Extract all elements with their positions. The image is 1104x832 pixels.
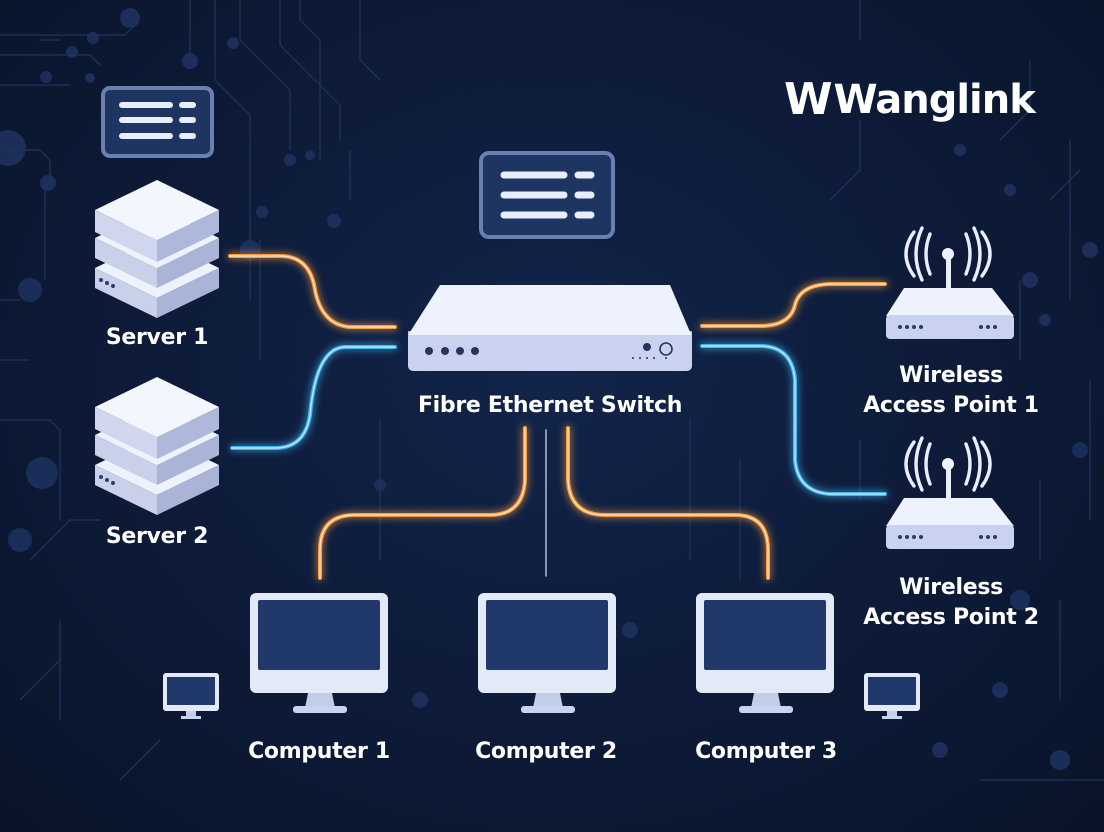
computer-3-icon[interactable]: [696, 593, 834, 713]
small-monitor-icon: [163, 673, 219, 719]
computer-1-label: Computer 1: [248, 739, 390, 764]
computer-1-icon[interactable]: [250, 593, 388, 713]
panel-icon: [101, 86, 214, 158]
wap-1-icon[interactable]: [886, 226, 1014, 339]
wap-1-label-line1: Wireless: [899, 363, 1003, 388]
wap-2-icon[interactable]: [886, 436, 1014, 549]
wap-2-label-line2: Access Point 2: [863, 605, 1039, 630]
computer-2-icon[interactable]: [478, 593, 616, 713]
brand-logo: W Wanglink: [784, 74, 1036, 125]
panel-icon: [479, 151, 615, 239]
brand-name: Wanglink: [833, 76, 1036, 123]
brand-mark-icon: W: [784, 74, 833, 125]
switch-label: Fibre Ethernet Switch: [417, 393, 683, 418]
server-1-icon[interactable]: [95, 180, 219, 318]
computer-3-label: Computer 3: [695, 739, 837, 764]
wap-1-label-line2: Access Point 1: [863, 393, 1039, 418]
small-monitor-icon: [864, 673, 920, 719]
server-1-label: Server 1: [105, 325, 209, 350]
server-2-icon[interactable]: [95, 377, 219, 515]
switch-icon[interactable]: [408, 285, 692, 371]
server-2-label: Server 2: [105, 524, 209, 549]
computer-2-label: Computer 2: [475, 739, 617, 764]
wap-2-label-line1: Wireless: [899, 575, 1003, 600]
